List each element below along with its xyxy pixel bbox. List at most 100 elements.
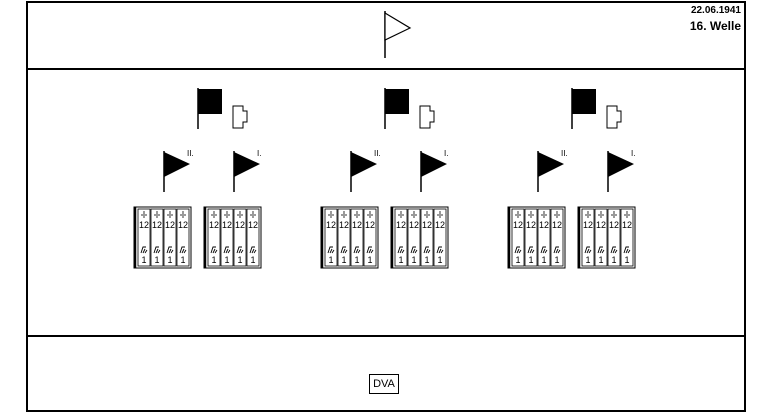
gun-column bbox=[363, 208, 377, 267]
gun-calibre: 12 bbox=[152, 220, 162, 230]
gun-count: 1 bbox=[398, 255, 403, 265]
battalion-numeral: I. bbox=[444, 149, 448, 158]
gun-count: 1 bbox=[437, 255, 442, 265]
mortar-icon bbox=[223, 246, 231, 254]
mortar-icon bbox=[410, 246, 418, 254]
gun-column bbox=[246, 208, 260, 267]
gun-column bbox=[233, 208, 247, 267]
gun-calibre: 12 bbox=[222, 220, 232, 230]
gun-column bbox=[594, 208, 608, 267]
battalion-numeral: I. bbox=[631, 149, 635, 158]
gun-count: 1 bbox=[211, 255, 216, 265]
mortar-icon bbox=[140, 246, 148, 254]
gun-count: 1 bbox=[367, 255, 372, 265]
square-flag-icon bbox=[571, 88, 596, 129]
gun-calibre: 12 bbox=[552, 220, 562, 230]
square-flag-icon bbox=[384, 88, 409, 129]
header-date: 22.06.1941 bbox=[690, 5, 741, 16]
gun-calibre: 12 bbox=[435, 220, 445, 230]
gun-calibre: 12 bbox=[139, 220, 149, 230]
gun-calibre: 12 bbox=[248, 220, 258, 230]
gun-column bbox=[324, 208, 338, 267]
mortar-icon bbox=[514, 246, 522, 254]
gun-calibre: 12 bbox=[326, 220, 336, 230]
mortar-icon bbox=[327, 246, 335, 254]
gun-block: 12 1 12 1 12 1 12 1 bbox=[577, 206, 636, 269]
battalion-numeral: II. bbox=[374, 149, 381, 158]
gun-calibre: 12 bbox=[339, 220, 349, 230]
gun-column bbox=[550, 208, 564, 267]
gun-column bbox=[407, 208, 421, 267]
gun-count: 1 bbox=[224, 255, 229, 265]
mortar-icon bbox=[397, 246, 405, 254]
gun-count: 1 bbox=[141, 255, 146, 265]
gun-calibre: 12 bbox=[583, 220, 593, 230]
gun-column bbox=[207, 208, 221, 267]
mortar-icon bbox=[210, 246, 218, 254]
gun-column bbox=[220, 208, 234, 267]
gun-count: 1 bbox=[528, 255, 533, 265]
gun-calibre: 12 bbox=[596, 220, 606, 230]
gun-count: 1 bbox=[598, 255, 603, 265]
gun-calibre: 12 bbox=[526, 220, 536, 230]
triangle-flag-icon bbox=[607, 151, 634, 192]
battalion-numeral: I. bbox=[257, 149, 261, 158]
gun-column bbox=[150, 208, 164, 267]
footer-panel bbox=[26, 335, 746, 412]
gun-calibre: 12 bbox=[422, 220, 432, 230]
gun-count: 1 bbox=[585, 255, 590, 265]
mortar-icon bbox=[153, 246, 161, 254]
gun-column bbox=[581, 208, 595, 267]
gun-count: 1 bbox=[237, 255, 242, 265]
gun-column bbox=[394, 208, 408, 267]
triangle-flag-icon bbox=[350, 151, 377, 192]
mortar-icon bbox=[584, 246, 592, 254]
gun-count: 1 bbox=[624, 255, 629, 265]
gun-column bbox=[163, 208, 177, 267]
mortar-icon bbox=[423, 246, 431, 254]
gun-column bbox=[137, 208, 151, 267]
mortar-icon bbox=[340, 246, 348, 254]
gun-column bbox=[420, 208, 434, 267]
gun-count: 1 bbox=[611, 255, 616, 265]
triangle-flag-icon bbox=[537, 151, 564, 192]
mortar-icon bbox=[249, 246, 257, 254]
gun-calibre: 12 bbox=[365, 220, 375, 230]
mortar-icon bbox=[179, 246, 187, 254]
gun-calibre: 12 bbox=[609, 220, 619, 230]
gun-column bbox=[350, 208, 364, 267]
gun-count: 1 bbox=[154, 255, 159, 265]
battalion-numeral: II. bbox=[187, 149, 194, 158]
battalion-numeral: II. bbox=[561, 149, 568, 158]
gun-calibre: 12 bbox=[178, 220, 188, 230]
gun-count: 1 bbox=[554, 255, 559, 265]
mortar-icon bbox=[366, 246, 374, 254]
mortar-icon bbox=[236, 246, 244, 254]
triangle-pennant-icon bbox=[384, 11, 412, 58]
gun-count: 1 bbox=[424, 255, 429, 265]
support-bracket-icon bbox=[419, 105, 435, 129]
gun-calibre: 12 bbox=[622, 220, 632, 230]
mortar-icon bbox=[623, 246, 631, 254]
gun-count: 1 bbox=[328, 255, 333, 265]
triangle-flag-icon bbox=[420, 151, 447, 192]
mortar-icon bbox=[540, 246, 548, 254]
gun-column bbox=[511, 208, 525, 267]
gun-calibre: 12 bbox=[352, 220, 362, 230]
gun-calibre: 12 bbox=[396, 220, 406, 230]
gun-column bbox=[620, 208, 634, 267]
mortar-icon bbox=[353, 246, 361, 254]
regiment-groups: II.I.121121121121121121121121II.I.121121… bbox=[133, 88, 636, 269]
gun-calibre: 12 bbox=[209, 220, 219, 230]
triangle-flag-icon bbox=[233, 151, 260, 192]
gun-calibre: 12 bbox=[409, 220, 419, 230]
gun-calibre: 12 bbox=[235, 220, 245, 230]
gun-column bbox=[607, 208, 621, 267]
